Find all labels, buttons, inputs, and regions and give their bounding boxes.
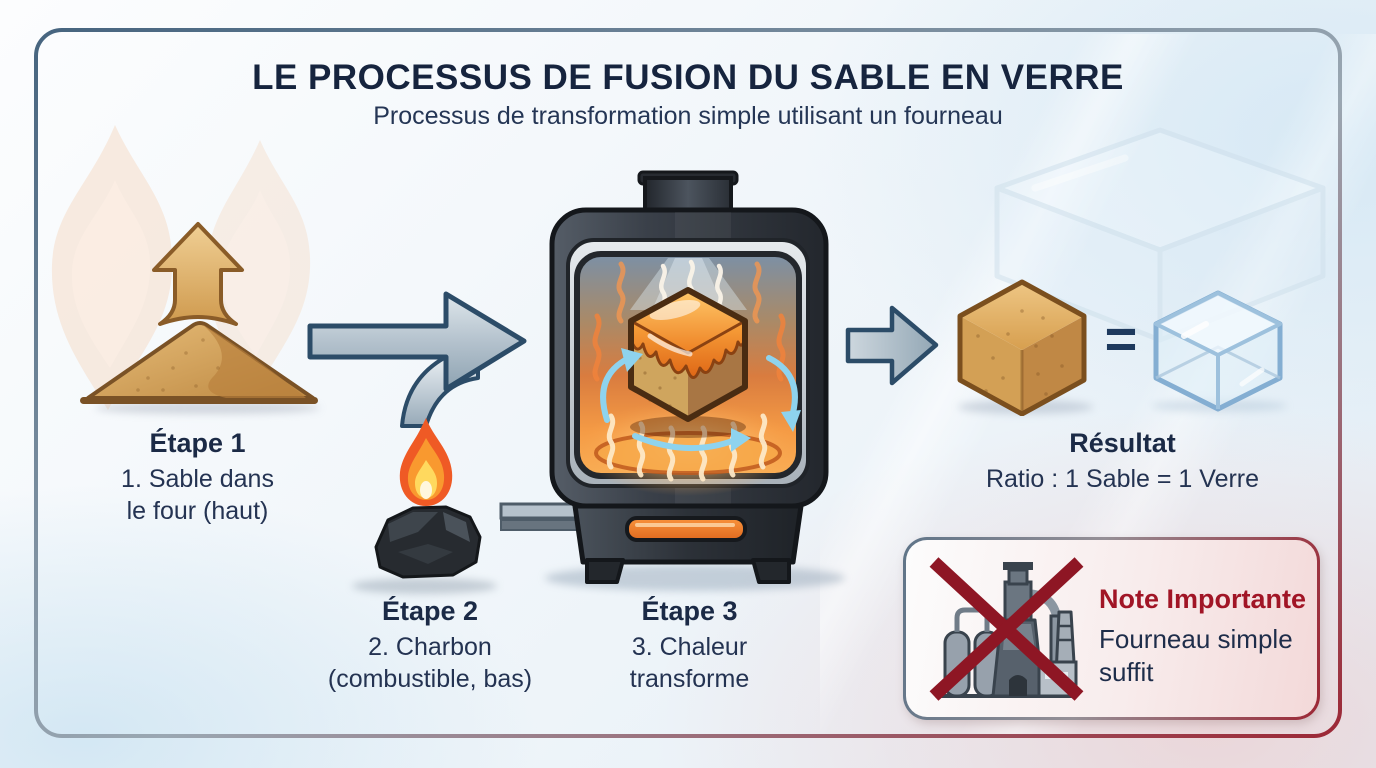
note-box: Note Importante Fourneau simple suffit	[903, 537, 1320, 720]
sand-pile-shadow	[95, 402, 320, 414]
no-factory-icon	[929, 557, 1084, 701]
sand-pile-icon	[80, 222, 318, 404]
coal-icon	[374, 418, 482, 579]
page-subtitle: Processus de transformation simple utili…	[373, 102, 1003, 130]
sand-cube-icon	[957, 279, 1087, 416]
flame-icon	[399, 418, 453, 506]
note-box-inner: Note Importante Fourneau simple suffit	[906, 540, 1317, 717]
furnace-window	[574, 251, 802, 496]
note-line-1: Fourneau simple	[1099, 624, 1293, 654]
melting-sand-cube-icon	[628, 287, 748, 438]
step-3-line-2: transforme	[629, 665, 750, 693]
step-2-block: Étape 2 2. Charbon (combustible, bas)	[300, 596, 560, 695]
step-1-block: Étape 1 1. Sable dans le four (haut)	[85, 428, 310, 527]
right-arrow-icon	[845, 305, 939, 386]
step-2-line-2: (combustible, bas)	[327, 665, 533, 693]
note-title: Note Importante	[1099, 584, 1307, 614]
furnace-icon	[499, 170, 829, 584]
step-1-title: Étape 1	[149, 428, 246, 458]
result-title: Résultat	[1069, 428, 1176, 458]
glass-cube-icon	[1153, 290, 1283, 412]
step-3-line-1: 3. Chaleur	[631, 633, 748, 661]
page-title: LE PROCESSUS DE FUSION DU SABLE EN VERRE	[252, 58, 1124, 97]
step-3-block: Étape 3 3. Chaleur transforme	[572, 596, 807, 695]
step-1-line-2: le four (haut)	[126, 497, 269, 525]
cross-out-x	[929, 557, 1084, 701]
coal-shadow	[352, 578, 497, 594]
step-2-title: Étape 2	[381, 596, 479, 626]
background-glass-cube-decor	[994, 127, 1326, 343]
note-line-2: suffit	[1099, 657, 1154, 687]
note-text: Note Importante Fourneau simple suffit	[1099, 584, 1306, 689]
merge-arrow-icon	[307, 291, 527, 428]
step-1-line-1: 1. Sable dans	[121, 465, 274, 493]
step-2-line-1: 2. Charbon	[368, 633, 492, 661]
result-ratio: Ratio : 1 Sable = 1 Verre	[985, 465, 1260, 493]
background-flames-decor	[51, 125, 311, 410]
step-3-title: Étape 3	[641, 596, 738, 626]
result-block: Résultat Ratio : 1 Sable = 1 Verre	[950, 428, 1295, 495]
up-arrow-icon	[152, 222, 244, 326]
equals-sign: =	[1104, 307, 1138, 370]
